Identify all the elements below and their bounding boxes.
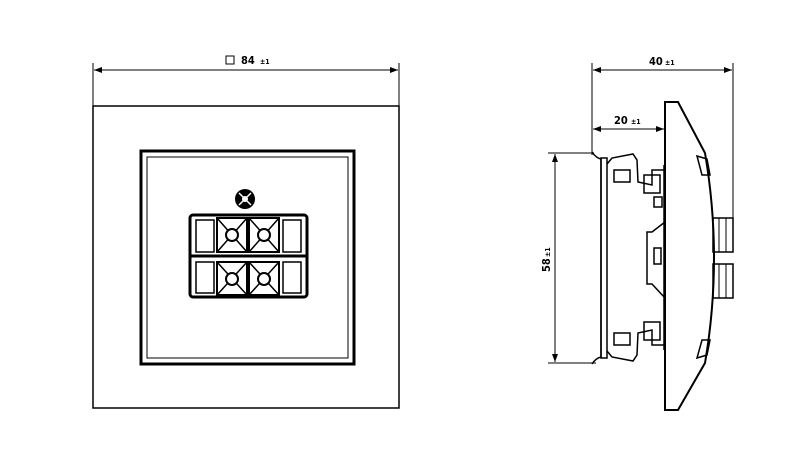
depth-total-value: 40 bbox=[649, 55, 663, 68]
width-tolerance: ±1 bbox=[260, 58, 270, 66]
screw-icon bbox=[235, 189, 255, 209]
mounting-flange bbox=[600, 157, 608, 359]
terminal-row-top bbox=[195, 217, 302, 253]
center-mechanism bbox=[646, 221, 666, 299]
square-symbol-icon bbox=[225, 55, 235, 65]
terminal-row-bottom bbox=[195, 261, 302, 296]
top-clip bbox=[606, 153, 665, 186]
width-dimension-label: 84 ±1 bbox=[225, 54, 270, 67]
side-view: 40 ±1 20 ±1 58 ±1 bbox=[540, 55, 734, 411]
bottom-clip bbox=[606, 329, 665, 362]
center-plate bbox=[139, 149, 356, 366]
front-view: 84 ±1 bbox=[92, 54, 400, 409]
width-value: 84 bbox=[241, 54, 255, 67]
depth-mount-tolerance: ±1 bbox=[631, 118, 641, 126]
height-value: 58 bbox=[540, 258, 553, 272]
height-tolerance: ±1 bbox=[544, 247, 552, 257]
socket-connectors bbox=[712, 217, 734, 299]
terminal-block bbox=[188, 213, 309, 299]
cover-plate bbox=[664, 101, 715, 411]
depth-total-tolerance: ±1 bbox=[665, 59, 675, 67]
depth-mount-value: 20 bbox=[614, 114, 628, 127]
mounting-lip bbox=[591, 151, 602, 365]
height-dimension-label: 58 ±1 bbox=[540, 247, 553, 272]
center-plate-inner bbox=[146, 156, 349, 359]
